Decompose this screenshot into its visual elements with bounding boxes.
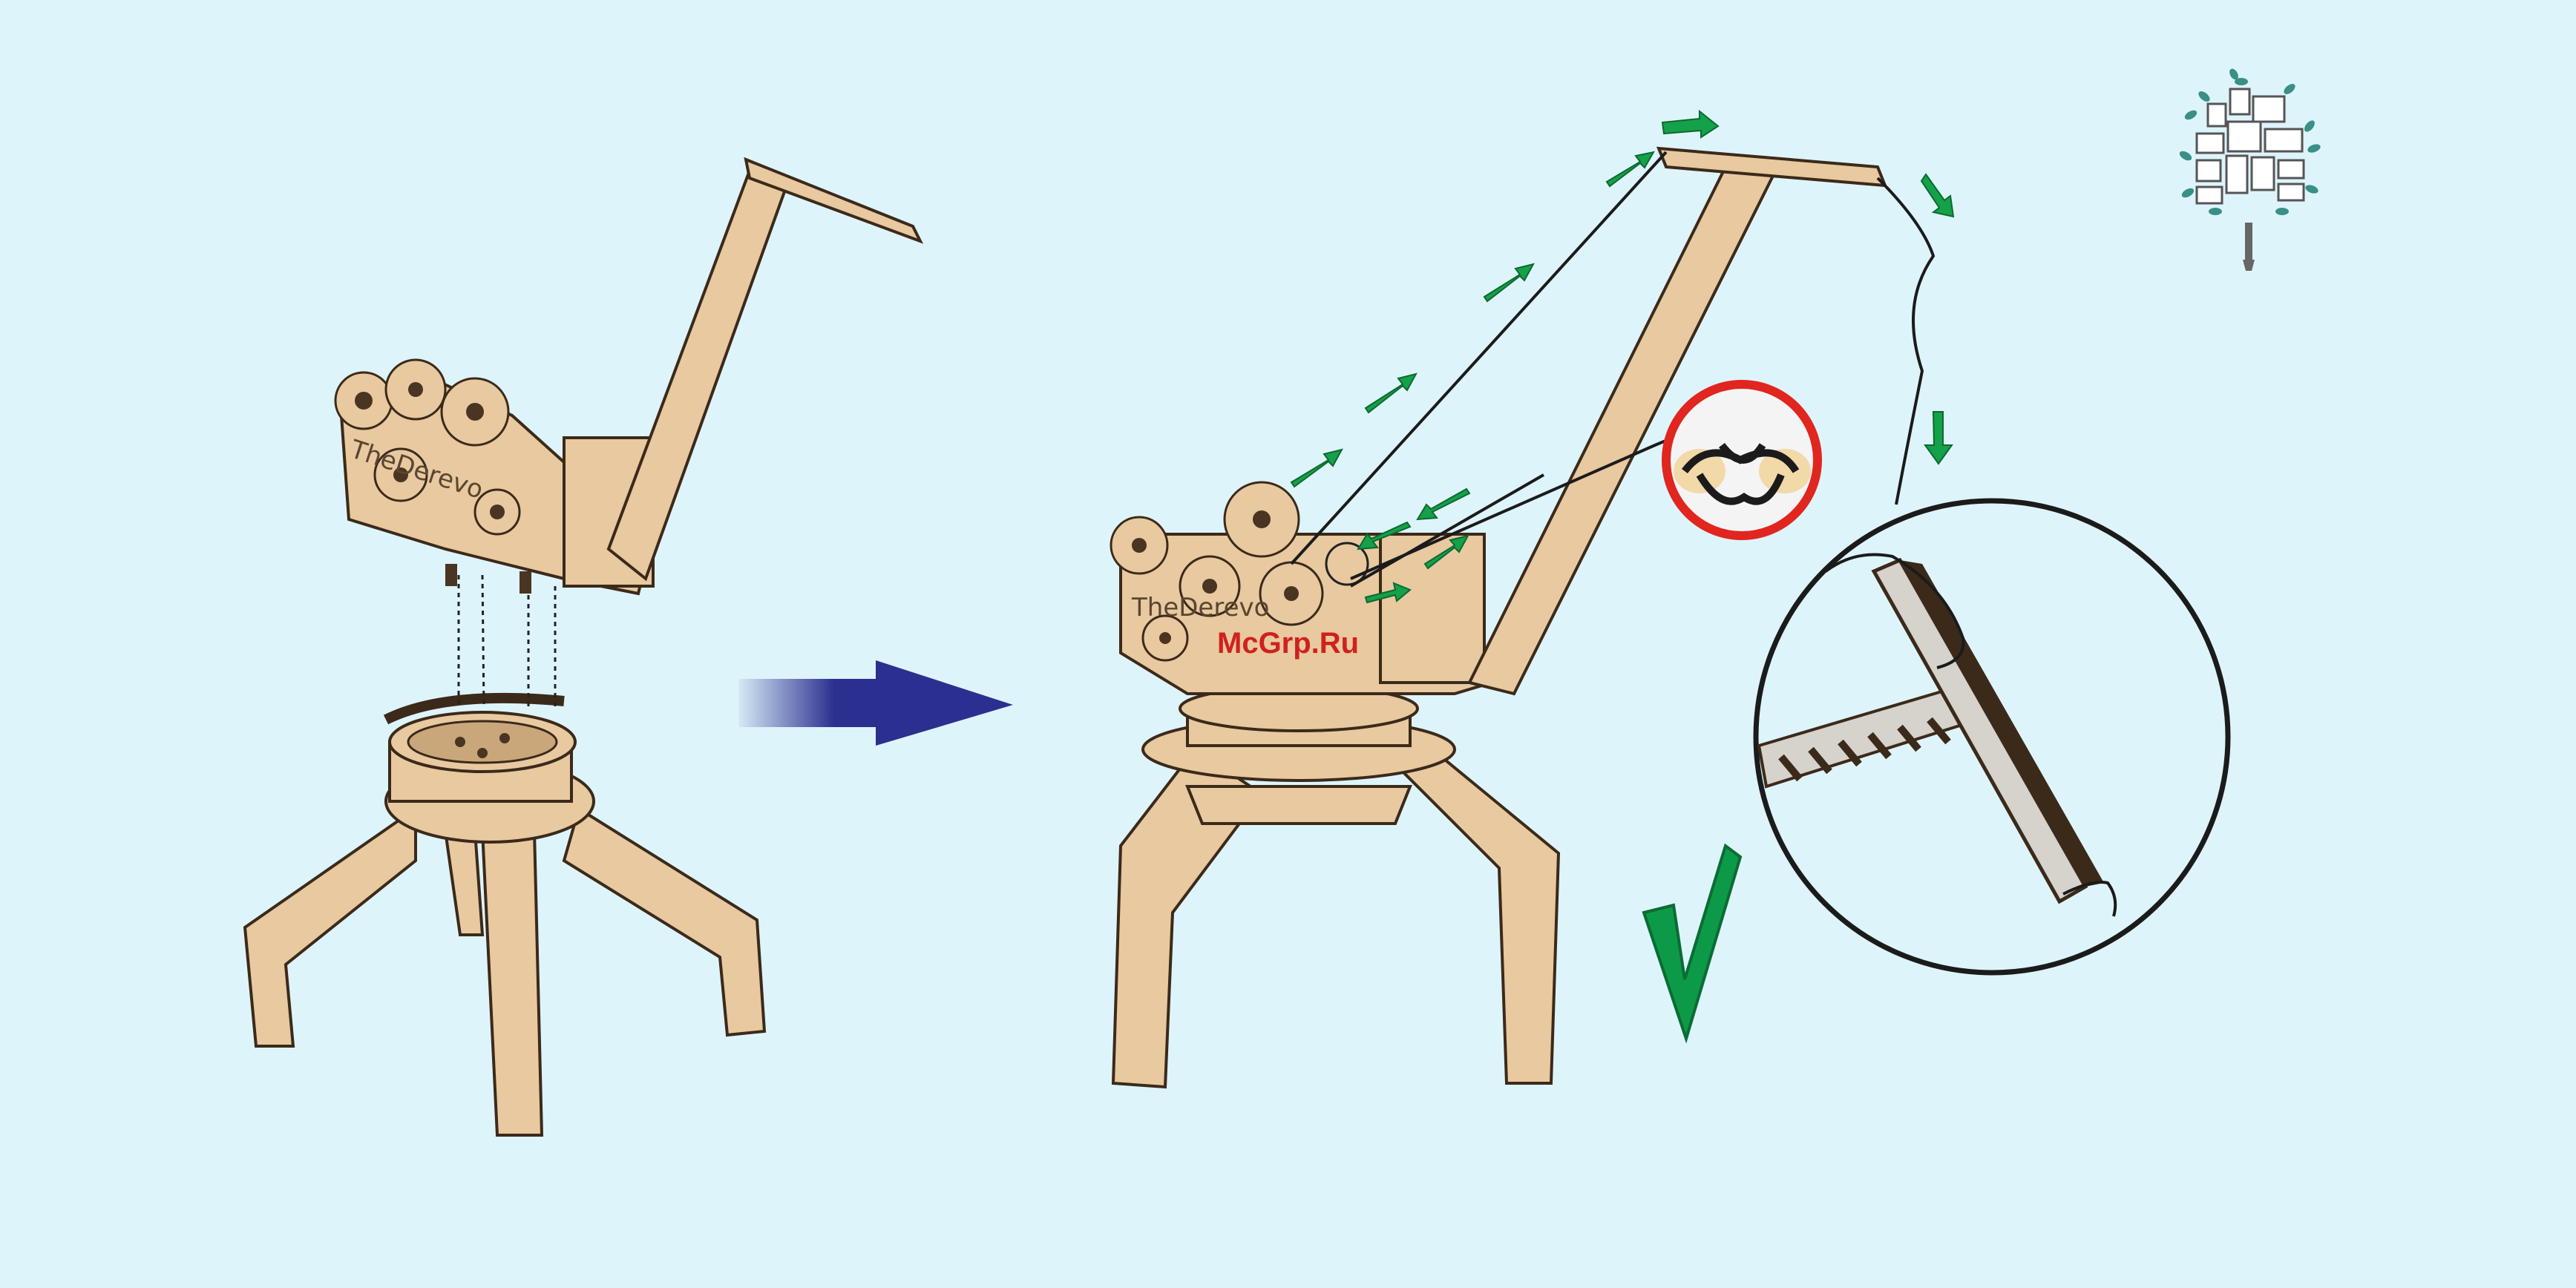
rope-direction-arrow-icon [1925,412,1952,464]
portal-legs [1113,749,1559,1087]
rope-direction-arrow-icon [1484,264,1533,301]
checkmark-icon [1644,846,1740,1039]
machinery-house: TheDerevo [335,360,653,594]
brand-label-right: TheDerevo [1131,593,1269,622]
alignment-guides [459,575,555,709]
rope-direction-arrow-icon [1607,152,1654,186]
turntable [1143,686,1455,781]
rope-path [1291,152,1933,586]
boom-tip-detail-zoom [1756,501,2228,973]
turntable-base [386,698,594,842]
rope-direction-arrow-icon [1662,111,1718,137]
crane-exploded-view: TheDerevo [245,160,920,1135]
watermark-text: McGrp.Ru [1217,627,1359,660]
rope-direction-arrow-icon [1366,374,1416,413]
jib-boom-left [609,160,920,579]
rope-direction-arrow-icon [1418,489,1469,519]
rope-direction-arrow-icon [1921,174,1953,217]
step-arrow-icon [738,660,1013,746]
tower-legs [245,809,764,1135]
tree-logo-icon [2178,68,2321,271]
knot-detail-icon [1666,384,1818,536]
rope-direction-arrow-icon [1291,450,1342,487]
rope-direction-arrows [1291,111,1953,602]
